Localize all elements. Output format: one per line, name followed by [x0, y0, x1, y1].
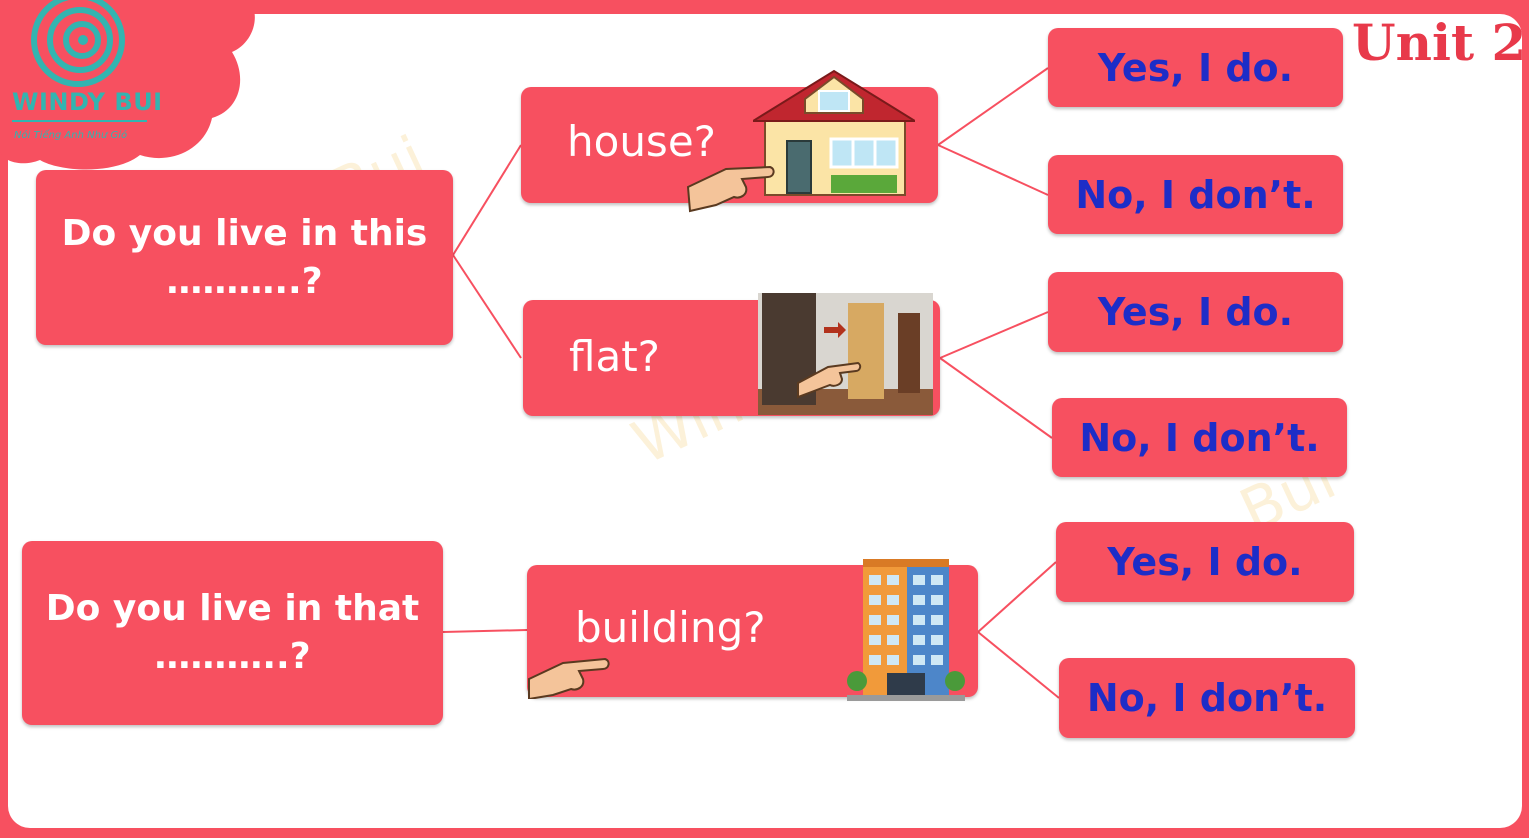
option-label: flat?	[569, 332, 660, 381]
question-blank: ………..?	[166, 260, 323, 302]
answer-text: Yes, I do.	[1107, 540, 1303, 584]
answer-no-flat: No, I don’t.	[1052, 398, 1347, 477]
building-icon	[847, 559, 965, 701]
option-label: building?	[575, 603, 766, 652]
answer-yes-house: Yes, I do.	[1048, 28, 1343, 107]
pointing-hand-icon	[686, 165, 775, 213]
question-text: Do you live in this	[61, 212, 428, 254]
answer-text: Yes, I do.	[1097, 45, 1294, 90]
option-box-flat: flat?	[523, 293, 940, 416]
swirl-logo-icon	[31, 0, 125, 87]
house-icon	[753, 69, 915, 196]
logo-tagline: Nói Tiếng Anh Như Gió	[14, 130, 128, 141]
option-label: house?	[567, 117, 716, 166]
logo-text: WINDY BUI	[12, 88, 163, 116]
doors-icon	[758, 293, 933, 415]
logo-divider	[12, 120, 147, 122]
option-box-house: house?	[521, 69, 938, 213]
answer-text: No, I don’t.	[1086, 676, 1328, 720]
answer-text: No, I don’t.	[1079, 415, 1320, 460]
answer-yes-flat: Yes, I do.	[1048, 272, 1343, 352]
unit-label: Unit 2	[1352, 13, 1527, 72]
answer-yes-building: Yes, I do.	[1056, 522, 1354, 602]
question-text: Do you live in that	[45, 588, 420, 629]
question-box-this: Do you live in this ………..?	[36, 170, 453, 345]
answer-text: No, I don’t.	[1075, 172, 1316, 217]
answer-no-house: No, I don’t.	[1048, 155, 1343, 234]
question-blank: ………..?	[154, 636, 311, 677]
option-box-building: building?	[527, 559, 978, 701]
answer-no-building: No, I don’t.	[1059, 658, 1355, 738]
pointing-hand-icon	[528, 657, 610, 699]
answer-text: Yes, I do.	[1097, 290, 1294, 334]
question-box-that: Do you live in that ………..?	[22, 541, 443, 725]
